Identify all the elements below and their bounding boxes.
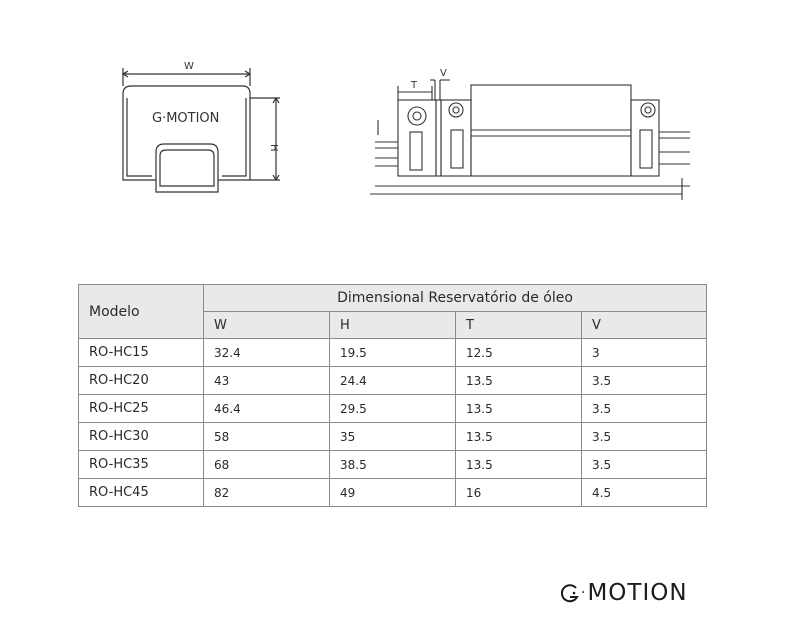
model-cell: RO-HC15 (78, 338, 204, 367)
group-header: Dimensional Reservatório de óleo (203, 284, 707, 312)
value-cell: 29.5 (329, 394, 456, 423)
dim-h-label: H (268, 144, 279, 152)
g-logo-icon (560, 583, 580, 603)
value-cell: 19.5 (329, 338, 456, 367)
value-cell: 46.4 (203, 394, 330, 423)
value-cell: 13.5 (455, 394, 582, 423)
model-cell: RO-HC45 (78, 478, 204, 507)
table-row: RO-HC45 82 49 16 4.5 (78, 478, 707, 507)
column-header: W (203, 311, 330, 339)
value-cell: 24.4 (329, 366, 456, 395)
value-cell: 13.5 (455, 366, 582, 395)
value-cell: 49 (329, 478, 456, 507)
dim-t-label: T (410, 80, 418, 91)
dim-w-label: W (184, 61, 194, 72)
specification-table: Modelo Dimensional Reservatório de óleo … (78, 284, 707, 507)
value-cell: 3.5 (581, 450, 707, 479)
value-cell: 13.5 (455, 450, 582, 479)
column-header: T (455, 311, 582, 339)
value-cell: 16 (455, 478, 582, 507)
value-cell: 3.5 (581, 366, 707, 395)
table-row: RO-HC20 43 24.4 13.5 3.5 (78, 366, 707, 395)
value-cell: 35 (329, 422, 456, 451)
value-cell: 43 (203, 366, 330, 395)
table-row: RO-HC30 58 35 13.5 3.5 (78, 422, 707, 451)
value-cell: 38.5 (329, 450, 456, 479)
table-row: RO-HC25 46.4 29.5 13.5 3.5 (78, 394, 707, 423)
table-row: RO-HC35 68 38.5 13.5 3.5 (78, 450, 707, 479)
value-cell: 32.4 (203, 338, 330, 367)
side-view-drawing: T V (370, 68, 690, 200)
model-cell: RO-HC30 (78, 422, 204, 451)
model-cell: RO-HC20 (78, 366, 204, 395)
value-cell: 3.5 (581, 422, 707, 451)
column-header: V (581, 311, 707, 339)
front-logo: G·MOTION (152, 111, 219, 126)
brand-logo: · MOTION (560, 578, 688, 608)
value-cell: 68 (203, 450, 330, 479)
dim-v-label: V (440, 68, 447, 79)
model-cell: RO-HC25 (78, 394, 204, 423)
value-cell: 82 (203, 478, 330, 507)
front-view-drawing: W H G·MOTION (121, 61, 280, 193)
value-cell: 4.5 (581, 478, 707, 507)
value-cell: 3.5 (581, 394, 707, 423)
value-cell: 13.5 (455, 422, 582, 451)
model-cell: RO-HC35 (78, 450, 204, 479)
brand-logo-text: MOTION (587, 580, 688, 606)
table-row: RO-HC15 32.4 19.5 12.5 3 (78, 338, 707, 367)
value-cell: 58 (203, 422, 330, 451)
column-header: H (329, 311, 456, 339)
value-cell: 3 (581, 338, 707, 367)
model-header: Modelo (78, 284, 204, 339)
value-cell: 12.5 (455, 338, 582, 367)
